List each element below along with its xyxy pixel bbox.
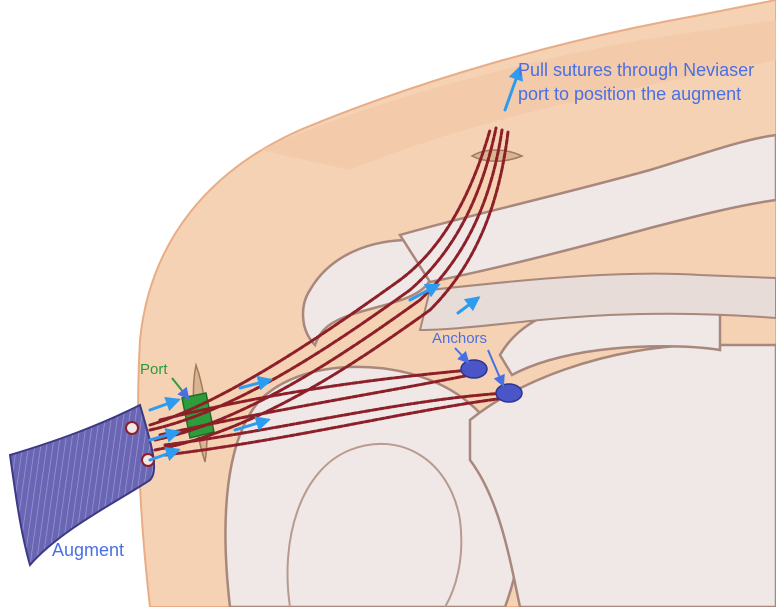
instruction-line-1: Pull sutures through Neviaser [518,60,754,82]
anchor-inferior [496,384,522,402]
anchors-label: Anchors [432,330,487,348]
anchor-superior [461,360,487,378]
port-label: Port [140,361,168,379]
augment-label: Augment [52,540,124,562]
augment-suture-hole [126,422,138,434]
instruction-line-2: port to position the augment [518,84,741,106]
